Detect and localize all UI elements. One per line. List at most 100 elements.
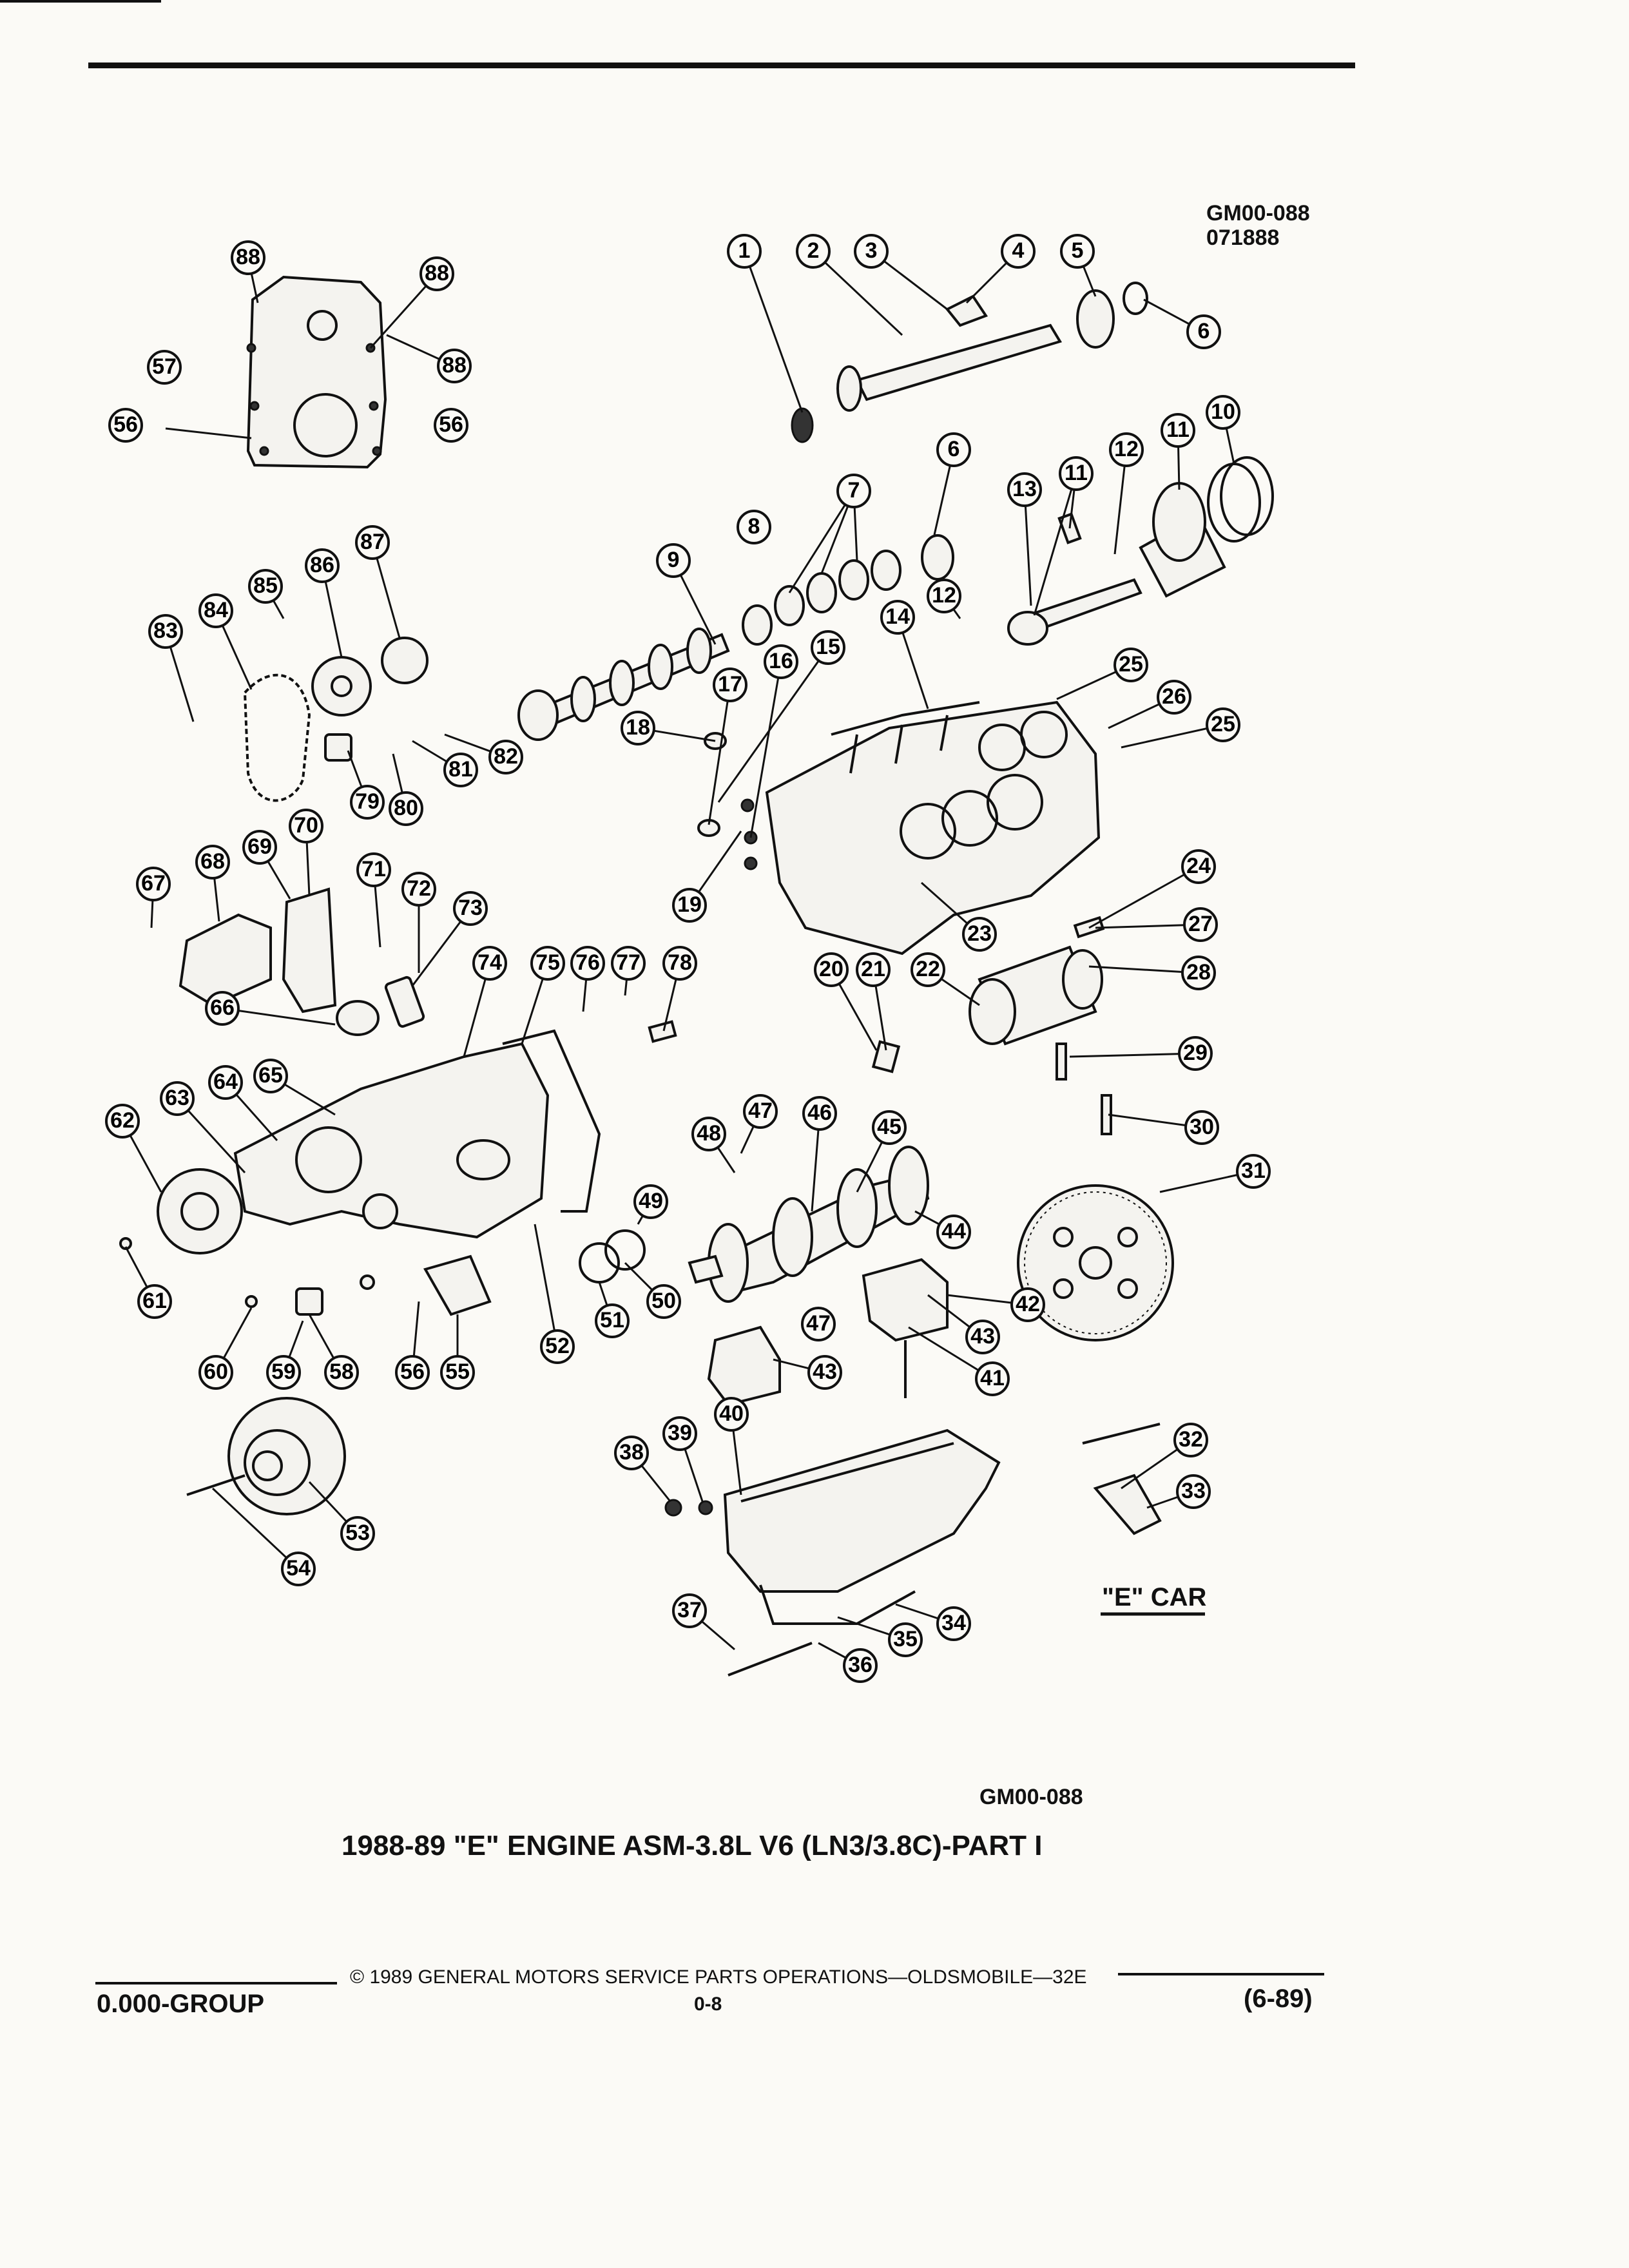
callout-circle	[266, 1355, 301, 1390]
callout-43: 43	[965, 1320, 1000, 1354]
callout-59: 59	[266, 1355, 301, 1390]
callout-circle	[872, 1110, 907, 1145]
callout-circle	[965, 1320, 1000, 1354]
callout-number: 78	[668, 950, 692, 975]
timing-chain-drawing	[243, 637, 429, 802]
callout-7: 7	[836, 474, 871, 508]
callout-18: 18	[621, 711, 655, 745]
callout-number: 36	[848, 1653, 872, 1677]
callout-63: 63	[160, 1081, 195, 1116]
front-cover-drawing	[246, 275, 387, 469]
callout-32: 32	[1173, 1423, 1208, 1457]
callout-62: 62	[105, 1104, 140, 1139]
callout-circle	[633, 1184, 668, 1219]
callout-number: 39	[668, 1421, 692, 1445]
leader-line	[717, 647, 829, 803]
callout-number: 8	[748, 514, 760, 539]
crank-pulley-drawing	[157, 1168, 243, 1254]
callout-number: 74	[477, 950, 502, 975]
callout-number: 51	[600, 1308, 624, 1332]
callout-number: 55	[445, 1360, 470, 1384]
callout-40: 40	[714, 1397, 749, 1432]
callout-35: 35	[888, 1622, 923, 1657]
leader-line	[222, 1007, 336, 1026]
callout-circle	[662, 946, 697, 981]
leader-line	[708, 684, 731, 825]
callout-54: 54	[281, 1552, 316, 1586]
callout-number: 73	[458, 896, 483, 920]
callout-number: 79	[355, 789, 380, 814]
callout-number: 6	[948, 437, 960, 461]
callout-circle	[147, 350, 182, 385]
callout-65: 65	[253, 1059, 288, 1093]
callout-66: 66	[205, 991, 240, 1026]
callout-circle	[1161, 413, 1195, 448]
callout-30: 30	[1184, 1110, 1219, 1145]
callout-44: 44	[936, 1215, 971, 1249]
callout-circle	[672, 888, 707, 923]
callout-circle	[888, 1622, 923, 1657]
callout-number: 31	[1241, 1158, 1266, 1183]
callout-number: 18	[626, 715, 650, 740]
callout-number: 72	[407, 876, 431, 901]
callout-number: 37	[677, 1598, 702, 1622]
callout-circle	[137, 1284, 172, 1319]
callout-circle	[1184, 1110, 1219, 1145]
leader-line	[1113, 449, 1128, 555]
callout-10: 10	[1206, 395, 1240, 430]
callout-circle	[801, 1307, 836, 1341]
callout-number: 88	[236, 245, 260, 269]
callout-77: 77	[611, 946, 646, 981]
callout-number: 30	[1190, 1115, 1214, 1139]
callout-circle	[231, 240, 265, 275]
callout-number: 88	[442, 353, 467, 378]
callout-11: 11	[1059, 456, 1094, 491]
callout-number: 88	[425, 261, 449, 285]
front-cover-assembly-drawing	[233, 1020, 677, 1239]
callout-9: 9	[656, 543, 691, 578]
callout-82: 82	[488, 740, 523, 774]
callout-6: 6	[1186, 314, 1221, 349]
callout-circle	[1059, 456, 1094, 491]
callout-number: 27	[1188, 912, 1213, 936]
harmonic-balancer-drawing	[186, 1397, 346, 1515]
callout-68: 68	[195, 845, 230, 879]
callout-circle	[836, 474, 871, 508]
callout-circle	[1236, 1154, 1271, 1189]
leader-line	[1023, 489, 1032, 606]
callout-circle	[136, 867, 171, 901]
callout-circle	[807, 1355, 842, 1390]
callout-number: 44	[941, 1219, 966, 1244]
callout-circle	[1173, 1423, 1208, 1457]
top-rule	[88, 62, 1355, 68]
callout-circle	[843, 1648, 878, 1683]
callout-81: 81	[443, 753, 478, 787]
oil-pump-drawing	[178, 887, 425, 1036]
leader-line	[1033, 473, 1077, 616]
footer-rule-right	[1118, 1973, 1324, 1975]
callout-number: 69	[247, 834, 272, 859]
callout-circle	[1181, 849, 1216, 884]
callout-circle	[540, 1329, 575, 1364]
callout-number: 23	[967, 921, 992, 946]
callout-11: 11	[1161, 413, 1195, 448]
callout-39: 39	[662, 1416, 697, 1451]
callout-circle	[389, 791, 423, 826]
callout-48: 48	[691, 1117, 726, 1151]
callout-number: 16	[769, 649, 793, 673]
e-car-label: "E" CAR	[1102, 1583, 1206, 1611]
callout-circle	[1109, 432, 1144, 467]
callout-circle	[253, 1059, 288, 1093]
callout-circle	[713, 668, 747, 702]
callout-circle	[962, 917, 997, 952]
callout-number: 49	[639, 1189, 663, 1213]
callout-circle	[691, 1117, 726, 1151]
callout-circle	[737, 510, 771, 544]
callout-19: 19	[672, 888, 707, 923]
callout-53: 53	[340, 1516, 375, 1551]
callout-12: 12	[927, 579, 961, 613]
callout-number: 11	[1065, 461, 1088, 485]
callout-number: 83	[153, 619, 178, 643]
callout-56: 56	[395, 1355, 430, 1390]
callout-circle	[796, 234, 831, 269]
